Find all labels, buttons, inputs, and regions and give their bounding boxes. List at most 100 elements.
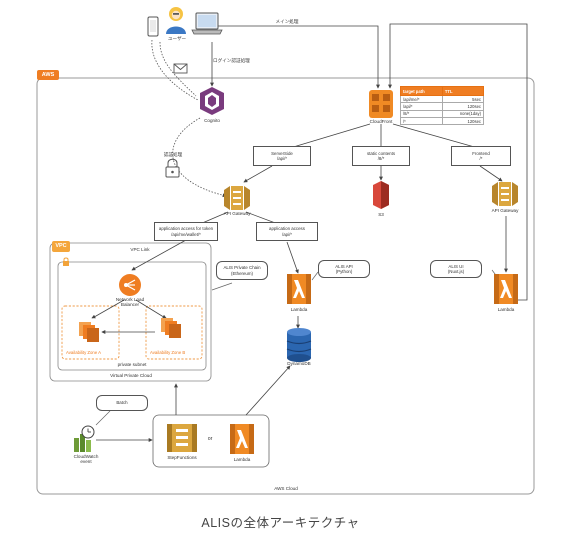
route-serverside: ServerSide /api/* [253,146,311,166]
route-serverside-title: ServerSide [271,150,293,156]
callout-private-chain-sub: (Ethereum) [231,270,253,276]
callout-private-chain: ALIS Private Chain (Ethereum) [216,261,268,280]
edge-cf-serverside [289,123,371,149]
edge-lambda-ui-to-cloudfront [388,23,528,301]
route-static: static contents /8/* [352,146,410,166]
lambda-batch-icon [230,424,254,454]
cache-ttl-table: target path TTL /api/me/* 5sec /api/* 12… [400,86,485,126]
aws-cloud-boundary [36,77,535,495]
cache-path-cell: /8/* [400,109,443,118]
callout-alis-ui-sub: (Nuxt.js) [447,269,465,274]
route-token-path: /api/me/wallet/* [171,231,201,237]
private-subnet-boundary [57,261,207,371]
edge-token-nlb [131,239,187,271]
route-serverside-path: /api/* [276,156,287,161]
cache-ttl-header-ttl: TTL [441,86,485,96]
route-token-title: application access for token [158,226,214,232]
load-balancer-label-line1: Network Load [115,297,145,302]
availability-zone-a-boundary [61,305,120,360]
edge-cf-frontend [392,123,479,149]
availability-zone-b-boundary [145,305,203,360]
availability-zone-a-label: Availability Zone A [66,350,102,355]
private-subnet-label: private subnet [117,362,147,367]
aws-badge: AWS [37,70,59,80]
cloudwatch-label-line2: event [80,459,92,464]
diagram-caption: ALISの全体アーキテクチャ [201,516,360,530]
vpc-lock-icon [63,257,69,266]
route-static-path: /8/* [377,156,385,161]
stepfunctions-label: StepFunctions [167,455,197,460]
login-process-label: ログイン認証処理 [213,58,250,63]
auth-process-label: 認証処理 [163,152,183,157]
route-frontend-path: /* [479,156,483,161]
instance-group-b-icon [161,318,181,338]
instance-group-a-icon [79,322,99,342]
table-row: /* 120sec [400,116,485,126]
edge-appaccess-lambda [286,241,299,274]
s3-icon [373,181,389,209]
dynamodb-label: DynamoDB [287,361,311,366]
table-row: /8/* none(1day) [400,109,485,118]
route-frontend-title: Frontend [472,150,490,156]
callout-alis-api-sub: (Python) [335,269,353,274]
route-app-access-path: /api/* [281,231,292,237]
cloudfront-icon [369,90,393,118]
callout-batch-title: Batch [116,400,128,406]
pointer-batch [95,410,111,426]
callout-private-chain-title: ALIS Private Chain [223,265,261,271]
edge-phone-dotted [151,39,199,101]
lambda-ui-icon [494,274,518,304]
lock-icon [165,158,180,178]
stepfunctions-icon [167,424,197,452]
lambda-batch-label: Lambda [233,457,251,462]
api-gateway-front-icon [492,182,518,206]
dynamodb-icon [286,328,312,362]
api-gateway-front-label: API Gateway [491,208,519,213]
lambda-api-icon [287,274,311,304]
edge-auth [172,117,227,198]
vpc-name-label: Virtual Private Cloud [110,373,152,378]
cognito-icon [200,87,224,115]
load-balancer-label-line2: Balancer [120,302,140,307]
mail-icon [173,63,188,74]
cloudwatch-label-line1: CloudWatch [73,454,99,459]
edge-frontend-apigw [479,165,503,182]
cache-path-cell: /api/* [400,102,443,111]
api-gateway-icon [224,186,250,210]
lambda-ui-label: Lambda [497,307,515,312]
smartphone-icon [147,16,159,37]
laptop-icon [191,12,223,35]
lambda-api-label: Lambda [290,307,308,312]
cache-ttl-cell: none(1day) [441,109,485,118]
load-balancer-icon [119,274,141,296]
table-row: /api/* 120sec [400,102,485,111]
api-gateway-label: API Gateway [223,211,251,216]
cache-ttl-cell: 120sec [441,102,485,111]
main-process-label: メイン処理 [275,19,299,24]
or-label: or [207,436,213,442]
cache-ttl-header-path: target path [400,86,443,96]
table-row: /api/me/* 5sec [400,94,485,104]
edge-main-process [218,25,380,89]
route-app-access: application access /api/* [256,222,318,241]
callout-alis-api: ALIS API (Python) [318,260,370,278]
user-avatar-icon [166,7,186,34]
edge-serverside-apigw [243,165,273,183]
callout-alis-api-title: ALIS API [335,263,353,269]
cache-ttl-cell: 120sec [441,116,485,126]
callout-alis-ui-title: ALIS UI [448,263,464,269]
vpc-link-label: VPC Link [130,247,150,252]
user-label: ユーザー [167,36,187,41]
cache-ttl-header-row: target path TTL [400,86,485,96]
cloudfront-label: CloudFront [369,119,393,124]
s3-label: S3 [378,212,384,217]
vpc-badge: VPC [52,241,70,252]
route-token-access: application access for token /api/me/wal… [154,222,218,241]
cloudwatch-event-icon [74,425,95,452]
availability-zone-b-label: Availability Zone B [150,350,186,355]
cache-path-cell: /api/me/* [400,94,443,104]
edge-batch-dynamodb [245,365,291,416]
edge-nlb-zone-b [135,299,167,319]
